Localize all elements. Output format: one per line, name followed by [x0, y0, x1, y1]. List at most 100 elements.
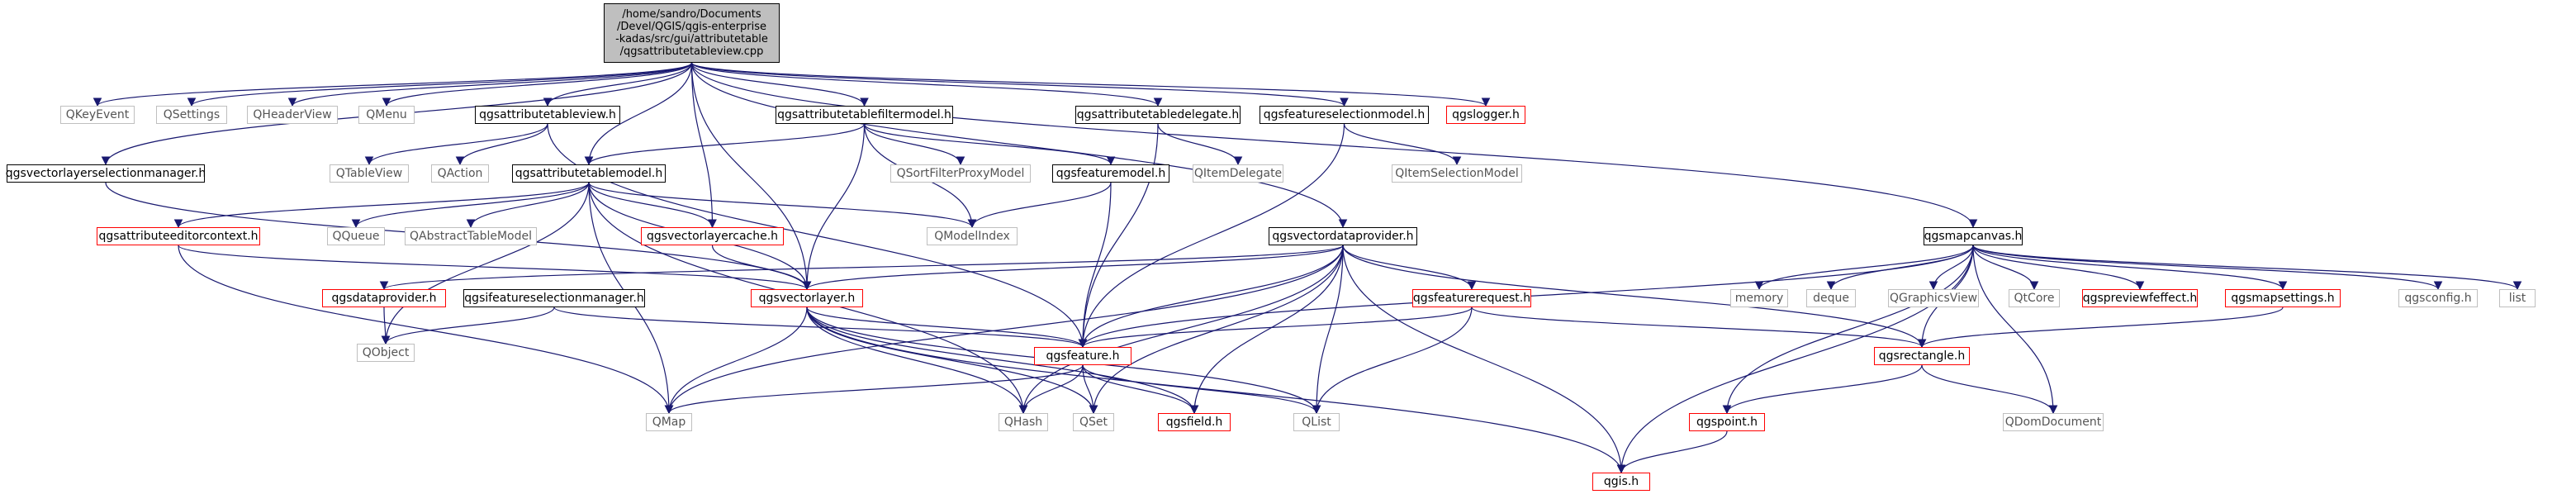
edge-root-file-node-to-qgslogger-h: [690, 62, 1491, 107]
edge-qgsmapsettings-h-to-qgsrectangle-h: [1917, 307, 2284, 349]
edge-qgsrectangle-h-to-qgspoint-h: [1722, 364, 1923, 415]
node-qdomdocument: QDomDocument: [2003, 413, 2104, 431]
edge-qgsvectordataprovider-h-to-qgsfeaturerequest-h: [1342, 245, 1477, 291]
edge-root-file-node-to-qgsattributetabledelegate-h: [690, 62, 1163, 107]
edge-qgsattributetablemodel-h-to-qobject: [381, 182, 590, 345]
edge-root-file-node-to-qsettings: [187, 62, 693, 107]
edge-qgsfeaturemodel-h-to-qmodelindex: [967, 182, 1112, 229]
edge-qgsvectorlayer-h-to-qhash: [806, 307, 1028, 415]
edge-qgsvectordataprovider-h-to-qgsfield-h: [1189, 245, 1344, 415]
root-path-line-3: -kadas/src/gui/attributetable: [615, 33, 768, 45]
node-qitemdelegate: QItemDelegate: [1193, 164, 1283, 183]
edge-qgspoint-h-to-qgis-h: [1616, 430, 1728, 474]
node-qgsvectorlayercache-h[interactable]: qgsvectorlayercache.h: [641, 227, 784, 245]
edge-qgsfeature-h-to-qmap: [664, 364, 1084, 415]
node-qgspreviewfeffect-h[interactable]: qgspreviewfeffect.h: [2082, 289, 2198, 307]
node-qset: QSet: [1073, 413, 1114, 431]
edge-qgsvectordataprovider-h-to-qgsdataprovider-h: [380, 245, 1344, 291]
edge-qgsmapcanvas-h-to-qgraphicsview: [1928, 245, 1974, 291]
node-qheaderview: QHeaderView: [247, 106, 338, 124]
node-qgsvectordataprovider-h[interactable]: qgsvectordataprovider.h: [1269, 227, 1417, 245]
edge-qgsvectordataprovider-h-to-qgsrectangle-h: [1342, 245, 1927, 349]
node-qgsrectangle-h[interactable]: qgsrectangle.h: [1874, 347, 1970, 365]
edge-qgsvectorlayer-h-to-qset: [806, 307, 1098, 415]
edge-qgsmapcanvas-h-to-qgspreviewfeffect-h: [1972, 245, 2145, 291]
node-qgsmapsettings-h[interactable]: qgsmapsettings.h: [2225, 289, 2341, 307]
edge-qgsattributetableview-h-to-qaction: [455, 123, 548, 166]
root-path-line-2: /Devel/QGIS/qgis-enterprise: [616, 21, 767, 33]
edge-qgsattributeeditorcontext-h-to-qmap: [178, 245, 674, 415]
node-qgsvectorlayerselectionmanager-h[interactable]: qgsvectorlayerselectionmanager.h: [6, 164, 206, 183]
edge-qgsvectordataprovider-h-to-qlist: [1312, 245, 1344, 415]
node-qabstracttablemodel: QAbstractTableModel: [405, 227, 537, 245]
edge-root-file-node-to-qheaderview: [287, 62, 693, 107]
edge-root-file-node-to-qgsfeatureselectionmodel-h: [690, 62, 1349, 107]
node-qgsattributetableview-h[interactable]: qgsattributetableview.h: [475, 106, 620, 124]
edge-qgsifeatureselectionmanager-h-to-qobject: [381, 307, 555, 345]
node-qgsfield-h[interactable]: qgsfield.h: [1158, 413, 1231, 431]
edge-root-file-node-to-qgsvectorlayer-h: [690, 62, 812, 291]
node-qgsmapcanvas-h[interactable]: qgsmapcanvas.h: [1924, 227, 2023, 245]
edge-qgsvectordataprovider-h-to-qgis-h: [1342, 245, 1626, 474]
edge-root-file-node-to-qkeyevent: [93, 62, 693, 107]
node-qgsfeaturemodel-h[interactable]: qgsfeaturemodel.h: [1052, 164, 1169, 183]
edge-qgsdataprovider-h-to-qobject: [381, 307, 391, 345]
node-qqueue: QQueue: [327, 227, 385, 245]
edge-qgsmapcanvas-h-to-qtcore: [1972, 245, 2039, 291]
node-qtableview: QTableView: [330, 164, 409, 183]
edge-root-file-node-to-qgsattributetablefiltermodel-h: [690, 62, 869, 107]
edge-qgsvectorlayer-h-to-qgis-h: [806, 307, 1626, 474]
node-qgsattributetablemodel-h[interactable]: qgsattributetablemodel.h: [512, 164, 666, 183]
edge-qgsattributetablemodel-h-to-qabstracttablemodel: [466, 182, 590, 229]
node-qgspoint-h[interactable]: qgspoint.h: [1689, 413, 1765, 431]
edge-qgsfeature-h-to-qlist: [1082, 364, 1321, 415]
node-memory: memory: [1730, 289, 1788, 307]
edge-qgsattributetablefiltermodel-h-to-qsortfilterproxymodel: [863, 123, 965, 166]
edge-qgsrectangle-h-to-qdomdocument: [1921, 364, 2058, 415]
node-qgsifeatureselectionmanager-h[interactable]: qgsifeatureselectionmanager.h: [463, 289, 645, 307]
node-qgraphicsview: QGraphicsView: [1888, 289, 1979, 307]
node-qgsvectorlayer-h[interactable]: qgsvectorlayer.h: [751, 289, 863, 307]
edge-root-file-node-to-qgsmapcanvas-h: [690, 62, 1978, 229]
edge-qgsvectordataprovider-h-to-qmap: [664, 245, 1344, 415]
edge-qgsfeatureselectionmodel-h-to-qitemselectionmodel: [1343, 123, 1462, 166]
edge-qgsvectordataprovider-h-to-qgsfeature-h: [1078, 245, 1344, 349]
edge-qgsfeature-h-to-qset: [1082, 364, 1098, 415]
node-qsettings: QSettings: [156, 106, 227, 124]
node-qgsattributetabledelegate-h[interactable]: qgsattributetabledelegate.h: [1075, 106, 1241, 124]
node-deque: deque: [1806, 289, 1856, 307]
edge-qgsvectordataprovider-h-to-qgsvectorlayer-h: [802, 245, 1344, 291]
node-qgis-h[interactable]: qgis.h: [1592, 473, 1650, 491]
edge-qgsattributetablefiltermodel-h-to-qgsfeaturemodel-h: [863, 123, 1116, 166]
edge-qgsmapcanvas-h-to-memory: [1754, 245, 1974, 291]
node-qlist: QList: [1293, 413, 1340, 431]
edge-qgsmapcanvas-h-to-qgsconfig-h: [1972, 245, 2443, 291]
edge-qgsfeature-h-to-qgsfield-h: [1082, 364, 1199, 415]
node-qgslogger-h[interactable]: qgslogger.h: [1446, 106, 1525, 124]
node-qgsfeaturerequest-h[interactable]: qgsfeaturerequest.h: [1412, 289, 1531, 307]
edge-qgsmapcanvas-h-to-list: [1972, 245, 2522, 291]
dependency-edges: [93, 62, 2522, 474]
node-qgsdataprovider-h[interactable]: qgsdataprovider.h: [322, 289, 446, 307]
edge-qgsattributetabledelegate-h-to-qitemdelegate: [1157, 123, 1243, 166]
edge-qgsvectordataprovider-h-to-qhash: [1018, 245, 1344, 415]
node-qobject: QObject: [357, 344, 415, 362]
node-list: list: [2499, 289, 2536, 307]
edge-qgsfeature-h-to-qhash: [1018, 364, 1084, 415]
edge-qgsvectorlayer-h-to-qmap: [664, 307, 808, 415]
node-qgsattributeeditorcontext-h[interactable]: qgsattributeeditorcontext.h: [97, 227, 260, 245]
node-qaction: QAction: [431, 164, 489, 183]
edge-qgsmapcanvas-h-to-qgis-h: [1616, 245, 1974, 474]
root-path-line-1: /home/sandro/Documents: [622, 8, 761, 21]
edge-qgsfeatureselectionmodel-h-to-qgsfeature-h: [1078, 123, 1345, 349]
edge-qgsvectorlayer-h-to-qgsfield-h: [806, 307, 1199, 415]
node-qgsfeature-h[interactable]: qgsfeature.h: [1034, 347, 1131, 365]
edge-qgsattributetablefiltermodel-h-to-qgsattributetablemodel-h: [584, 123, 866, 166]
node-qgsfeatureselectionmodel-h[interactable]: qgsfeatureselectionmodel.h: [1260, 106, 1429, 124]
node-qgsattributetablefiltermodel-h[interactable]: qgsattributetablefiltermodel.h: [776, 106, 953, 124]
node-qmap: QMap: [646, 413, 692, 431]
edge-qgsattributeeditorcontext-h-to-qgsvectorlayer-h: [178, 245, 812, 291]
edge-qgsfeaturerequest-h-to-qgsrectangle-h: [1471, 307, 1927, 349]
edge-root-file-node-to-qgsattributetablemodel-h: [584, 62, 693, 166]
